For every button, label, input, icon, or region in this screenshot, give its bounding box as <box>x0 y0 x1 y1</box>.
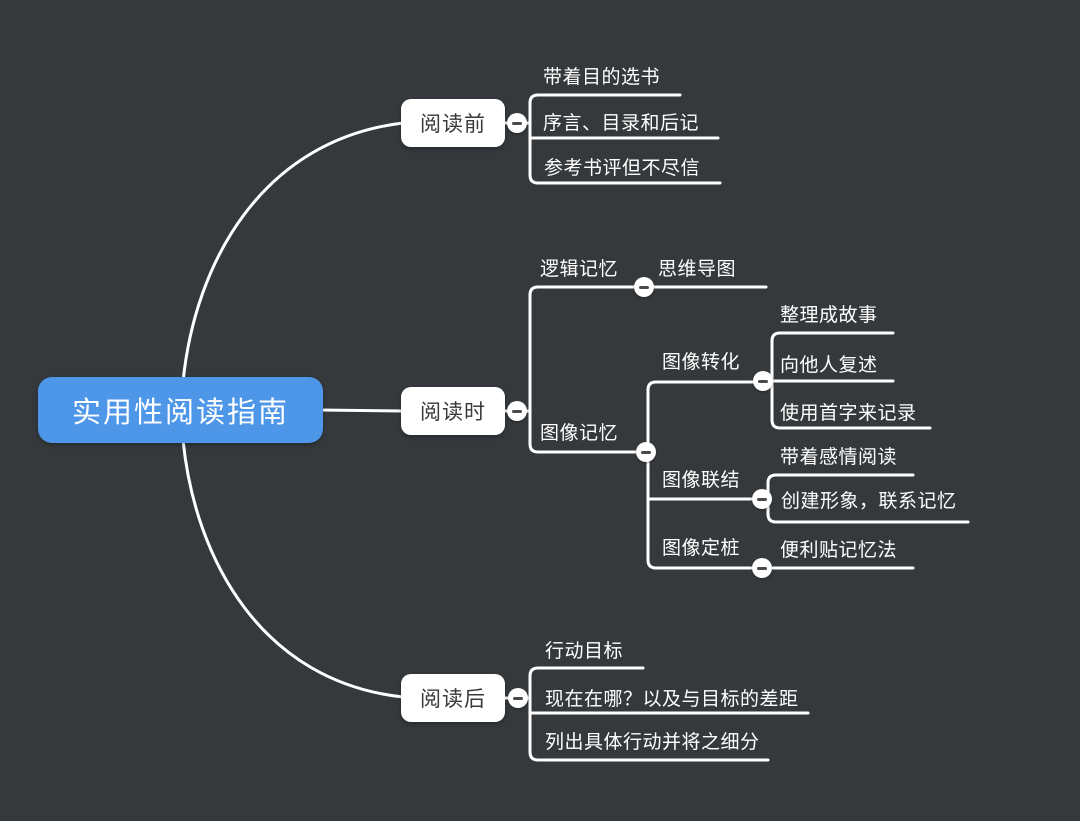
topic-list-concrete-actions[interactable]: 列出具体行动并将之细分 <box>545 732 760 753</box>
minus-icon <box>757 497 767 501</box>
connector-root-to-after <box>181 438 405 699</box>
collapse-button-while[interactable] <box>507 401 527 421</box>
topic-image-conversion[interactable]: 图像转化 <box>662 352 741 373</box>
minus-icon <box>758 379 768 383</box>
collapse-button-image-conversion[interactable] <box>753 371 773 391</box>
minus-icon <box>641 450 651 454</box>
root-topic[interactable]: 实用性阅读指南 <box>38 377 323 443</box>
topic-choose-book-with-purpose[interactable]: 带着目的选书 <box>543 67 661 88</box>
topic-create-image-link-memory[interactable]: 创建形象，联系记忆 <box>781 491 957 512</box>
connector-root-to-while <box>318 408 405 413</box>
topic-logic-memory[interactable]: 逻辑记忆 <box>540 259 619 280</box>
topic-mind-map[interactable]: 思维导图 <box>658 259 737 280</box>
bracket-while <box>528 285 768 454</box>
topic-retell-to-others[interactable]: 向他人复述 <box>780 355 878 376</box>
bracket-image-memory <box>646 380 915 570</box>
collapse-button-logic-memory[interactable] <box>634 277 654 297</box>
collapse-button-image-pegging[interactable] <box>752 558 772 578</box>
minus-icon <box>757 566 767 570</box>
branch-while-reading[interactable]: 阅读时 <box>401 387 505 435</box>
topic-read-with-emotion[interactable]: 带着感情阅读 <box>780 447 898 468</box>
topic-organize-into-story[interactable]: 整理成故事 <box>780 305 878 326</box>
topic-image-association[interactable]: 图像联结 <box>662 470 741 491</box>
topic-image-memory[interactable]: 图像记忆 <box>540 423 619 444</box>
topic-sticky-note-method[interactable]: 便利贴记忆法 <box>780 540 898 561</box>
collapse-button-after[interactable] <box>508 688 528 708</box>
minus-icon <box>639 285 649 289</box>
topic-preface-toc-postscript[interactable]: 序言、目录和后记 <box>543 113 700 134</box>
topic-image-pegging[interactable]: 图像定桩 <box>662 538 741 559</box>
topic-action-goal[interactable]: 行动目标 <box>545 641 624 662</box>
connector-root-to-before <box>181 121 405 384</box>
minus-icon <box>512 409 522 413</box>
collapse-button-image-association[interactable] <box>752 489 772 509</box>
collapse-button-image-memory[interactable] <box>636 442 656 462</box>
topic-record-with-initials[interactable]: 使用首字来记录 <box>780 403 917 424</box>
minus-icon <box>512 121 522 125</box>
branch-after-reading[interactable]: 阅读后 <box>401 674 505 722</box>
minus-icon <box>513 696 523 700</box>
topic-consult-reviews[interactable]: 参考书评但不尽信 <box>544 158 701 179</box>
branch-before-reading[interactable]: 阅读前 <box>401 99 505 147</box>
collapse-button-before[interactable] <box>507 113 527 133</box>
topic-current-position-gap[interactable]: 现在在哪？以及与目标的差距 <box>545 689 799 710</box>
